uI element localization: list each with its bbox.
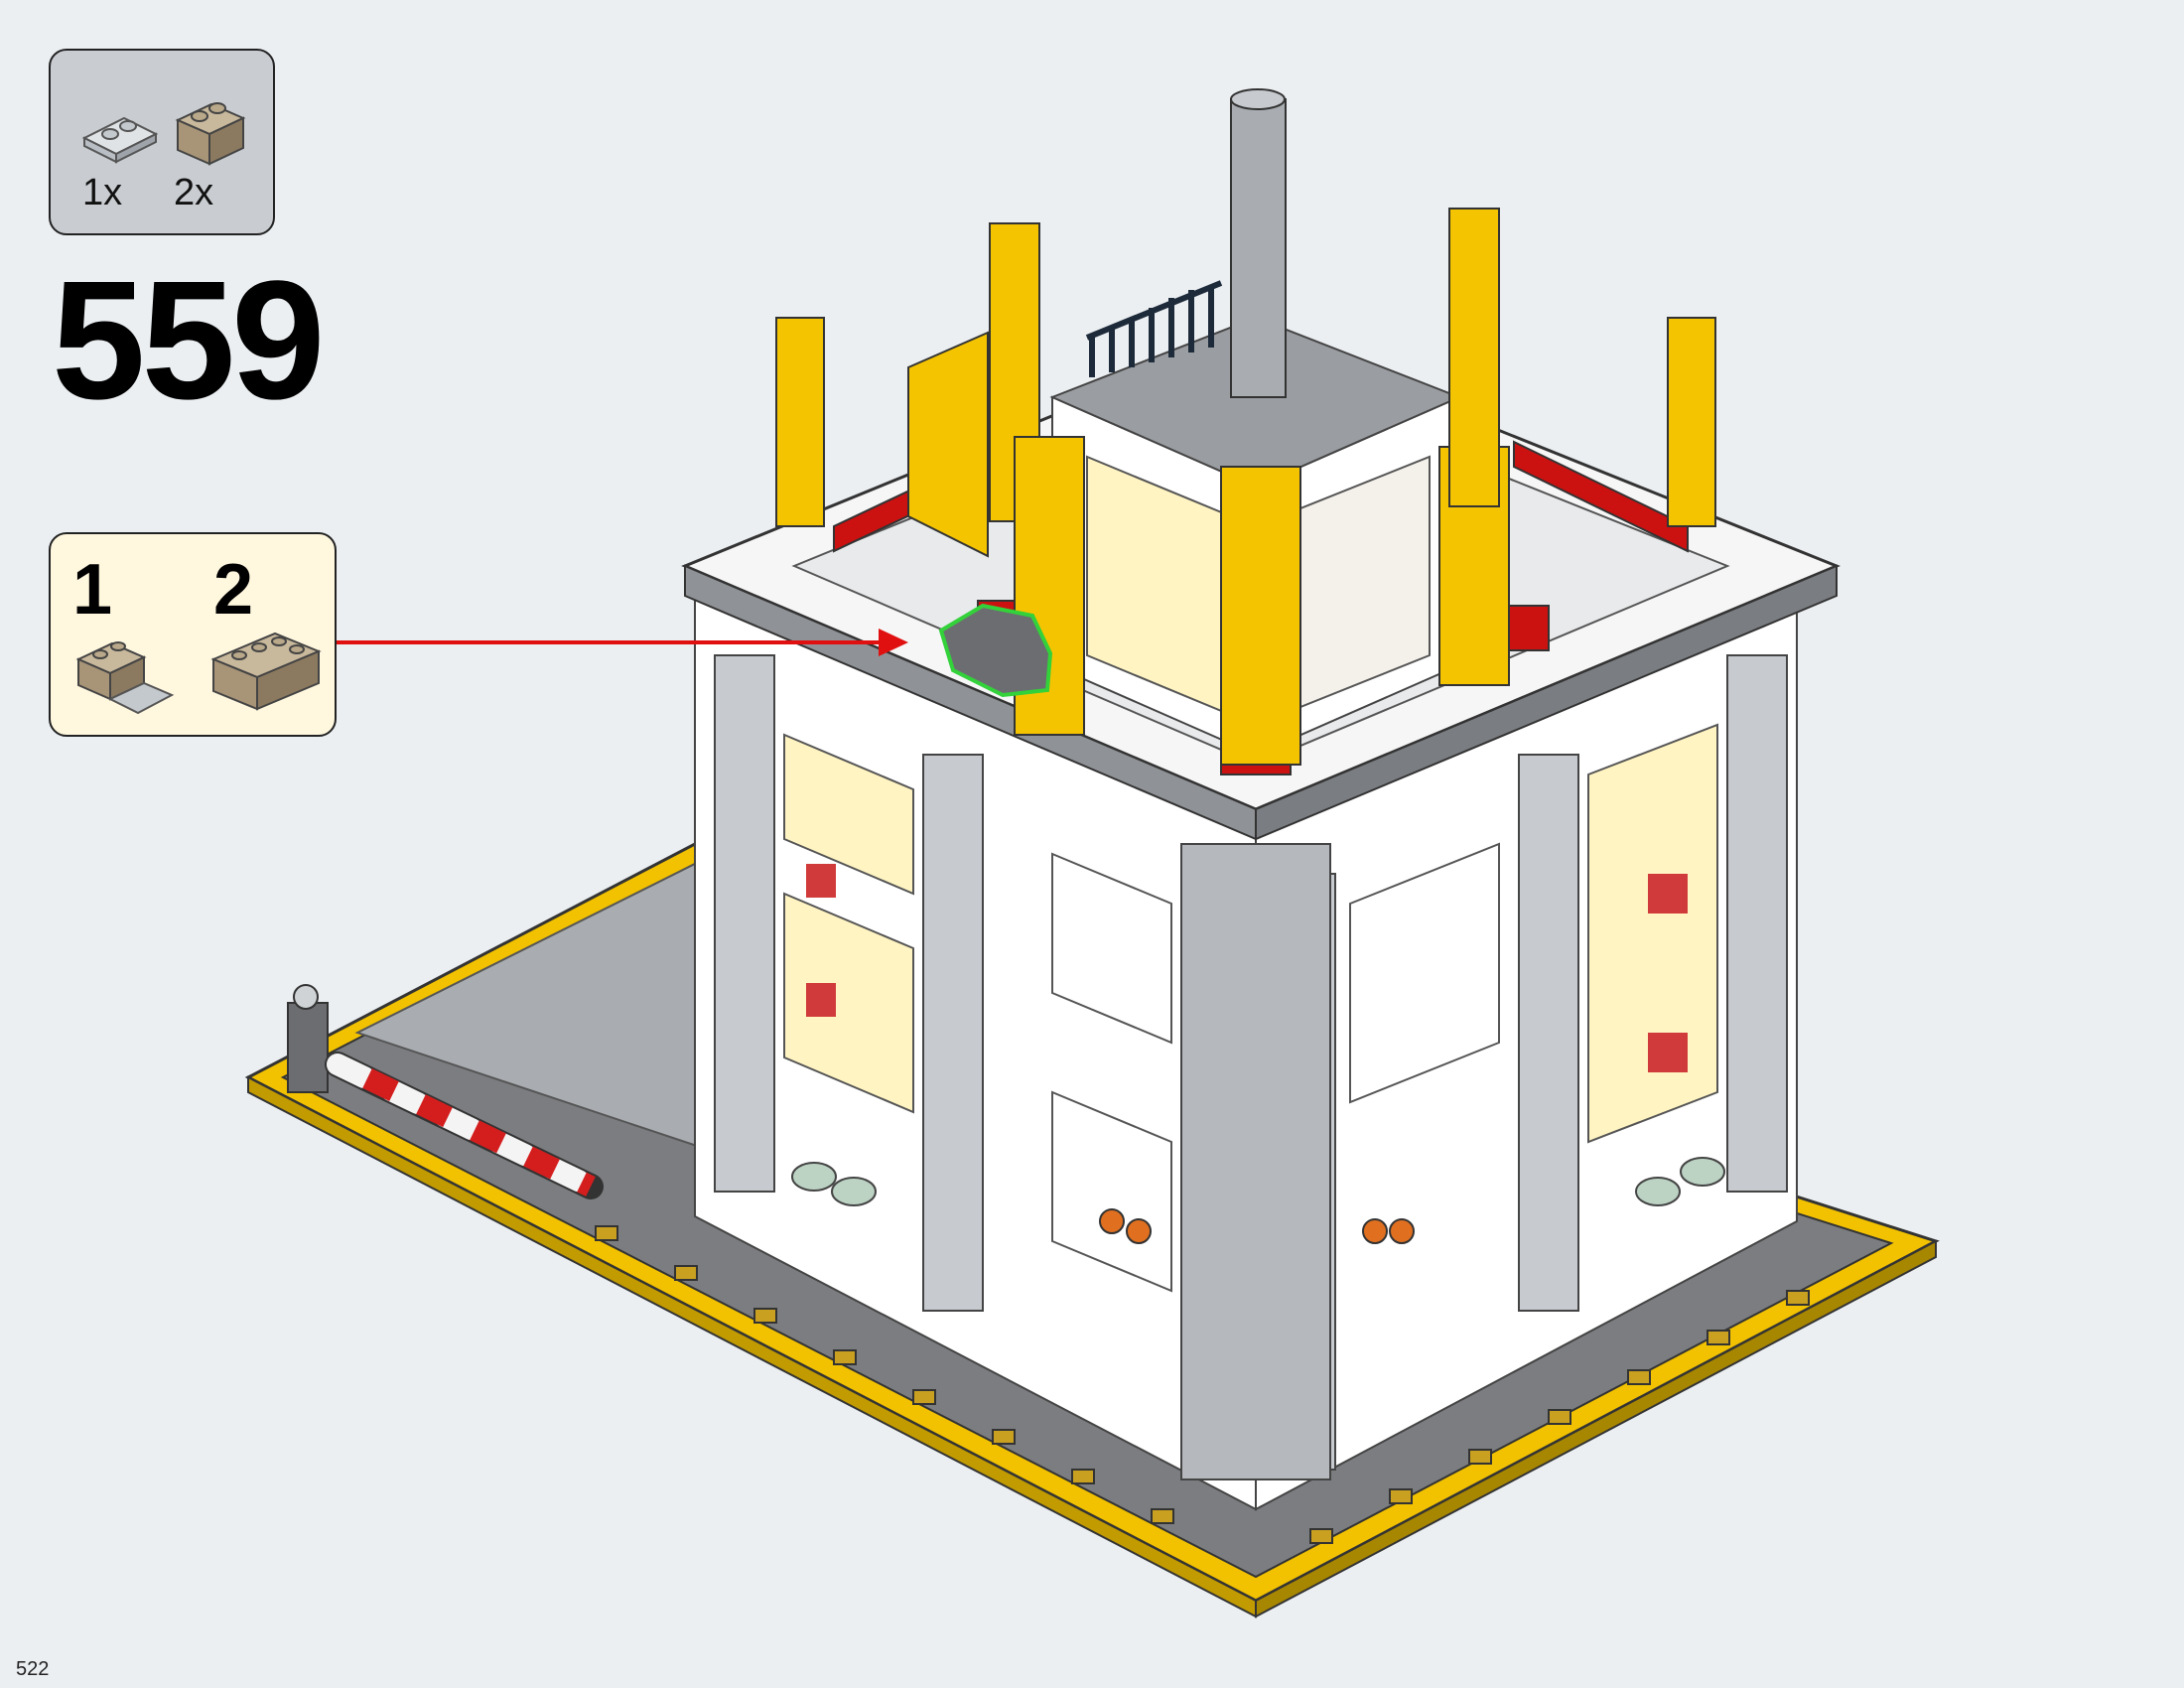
plate-1x2-light-gray-icon: [81, 116, 159, 164]
parking-barrier: [287, 984, 604, 1199]
planters: [791, 1157, 1725, 1206]
substep-label-2: 2: [213, 550, 254, 630]
substep-1-assembly-icon: [75, 641, 175, 715]
part-qty-2: 2x: [174, 172, 214, 213]
substep-label-1: 1: [72, 550, 113, 630]
corner-column: [1180, 843, 1331, 1480]
part-qty-1: 1x: [82, 172, 123, 213]
substep-2-assembly-icon: [210, 632, 322, 711]
yellow-scaffold-columns: [775, 208, 1716, 766]
rooftop-railing: [1085, 280, 1223, 377]
callout-arrow: [337, 629, 908, 656]
new-part-highlight: [938, 603, 1053, 698]
step-number: 559: [52, 246, 326, 435]
chimney: [1230, 88, 1287, 398]
page-number: 522: [16, 1658, 50, 1680]
subassembly-callout: 1 2: [49, 532, 337, 737]
brick-1x2-tan-icon: [175, 102, 246, 166]
curb-clips: [595, 1225, 1810, 1544]
parts-list-callout: 1x 2x: [49, 49, 275, 235]
